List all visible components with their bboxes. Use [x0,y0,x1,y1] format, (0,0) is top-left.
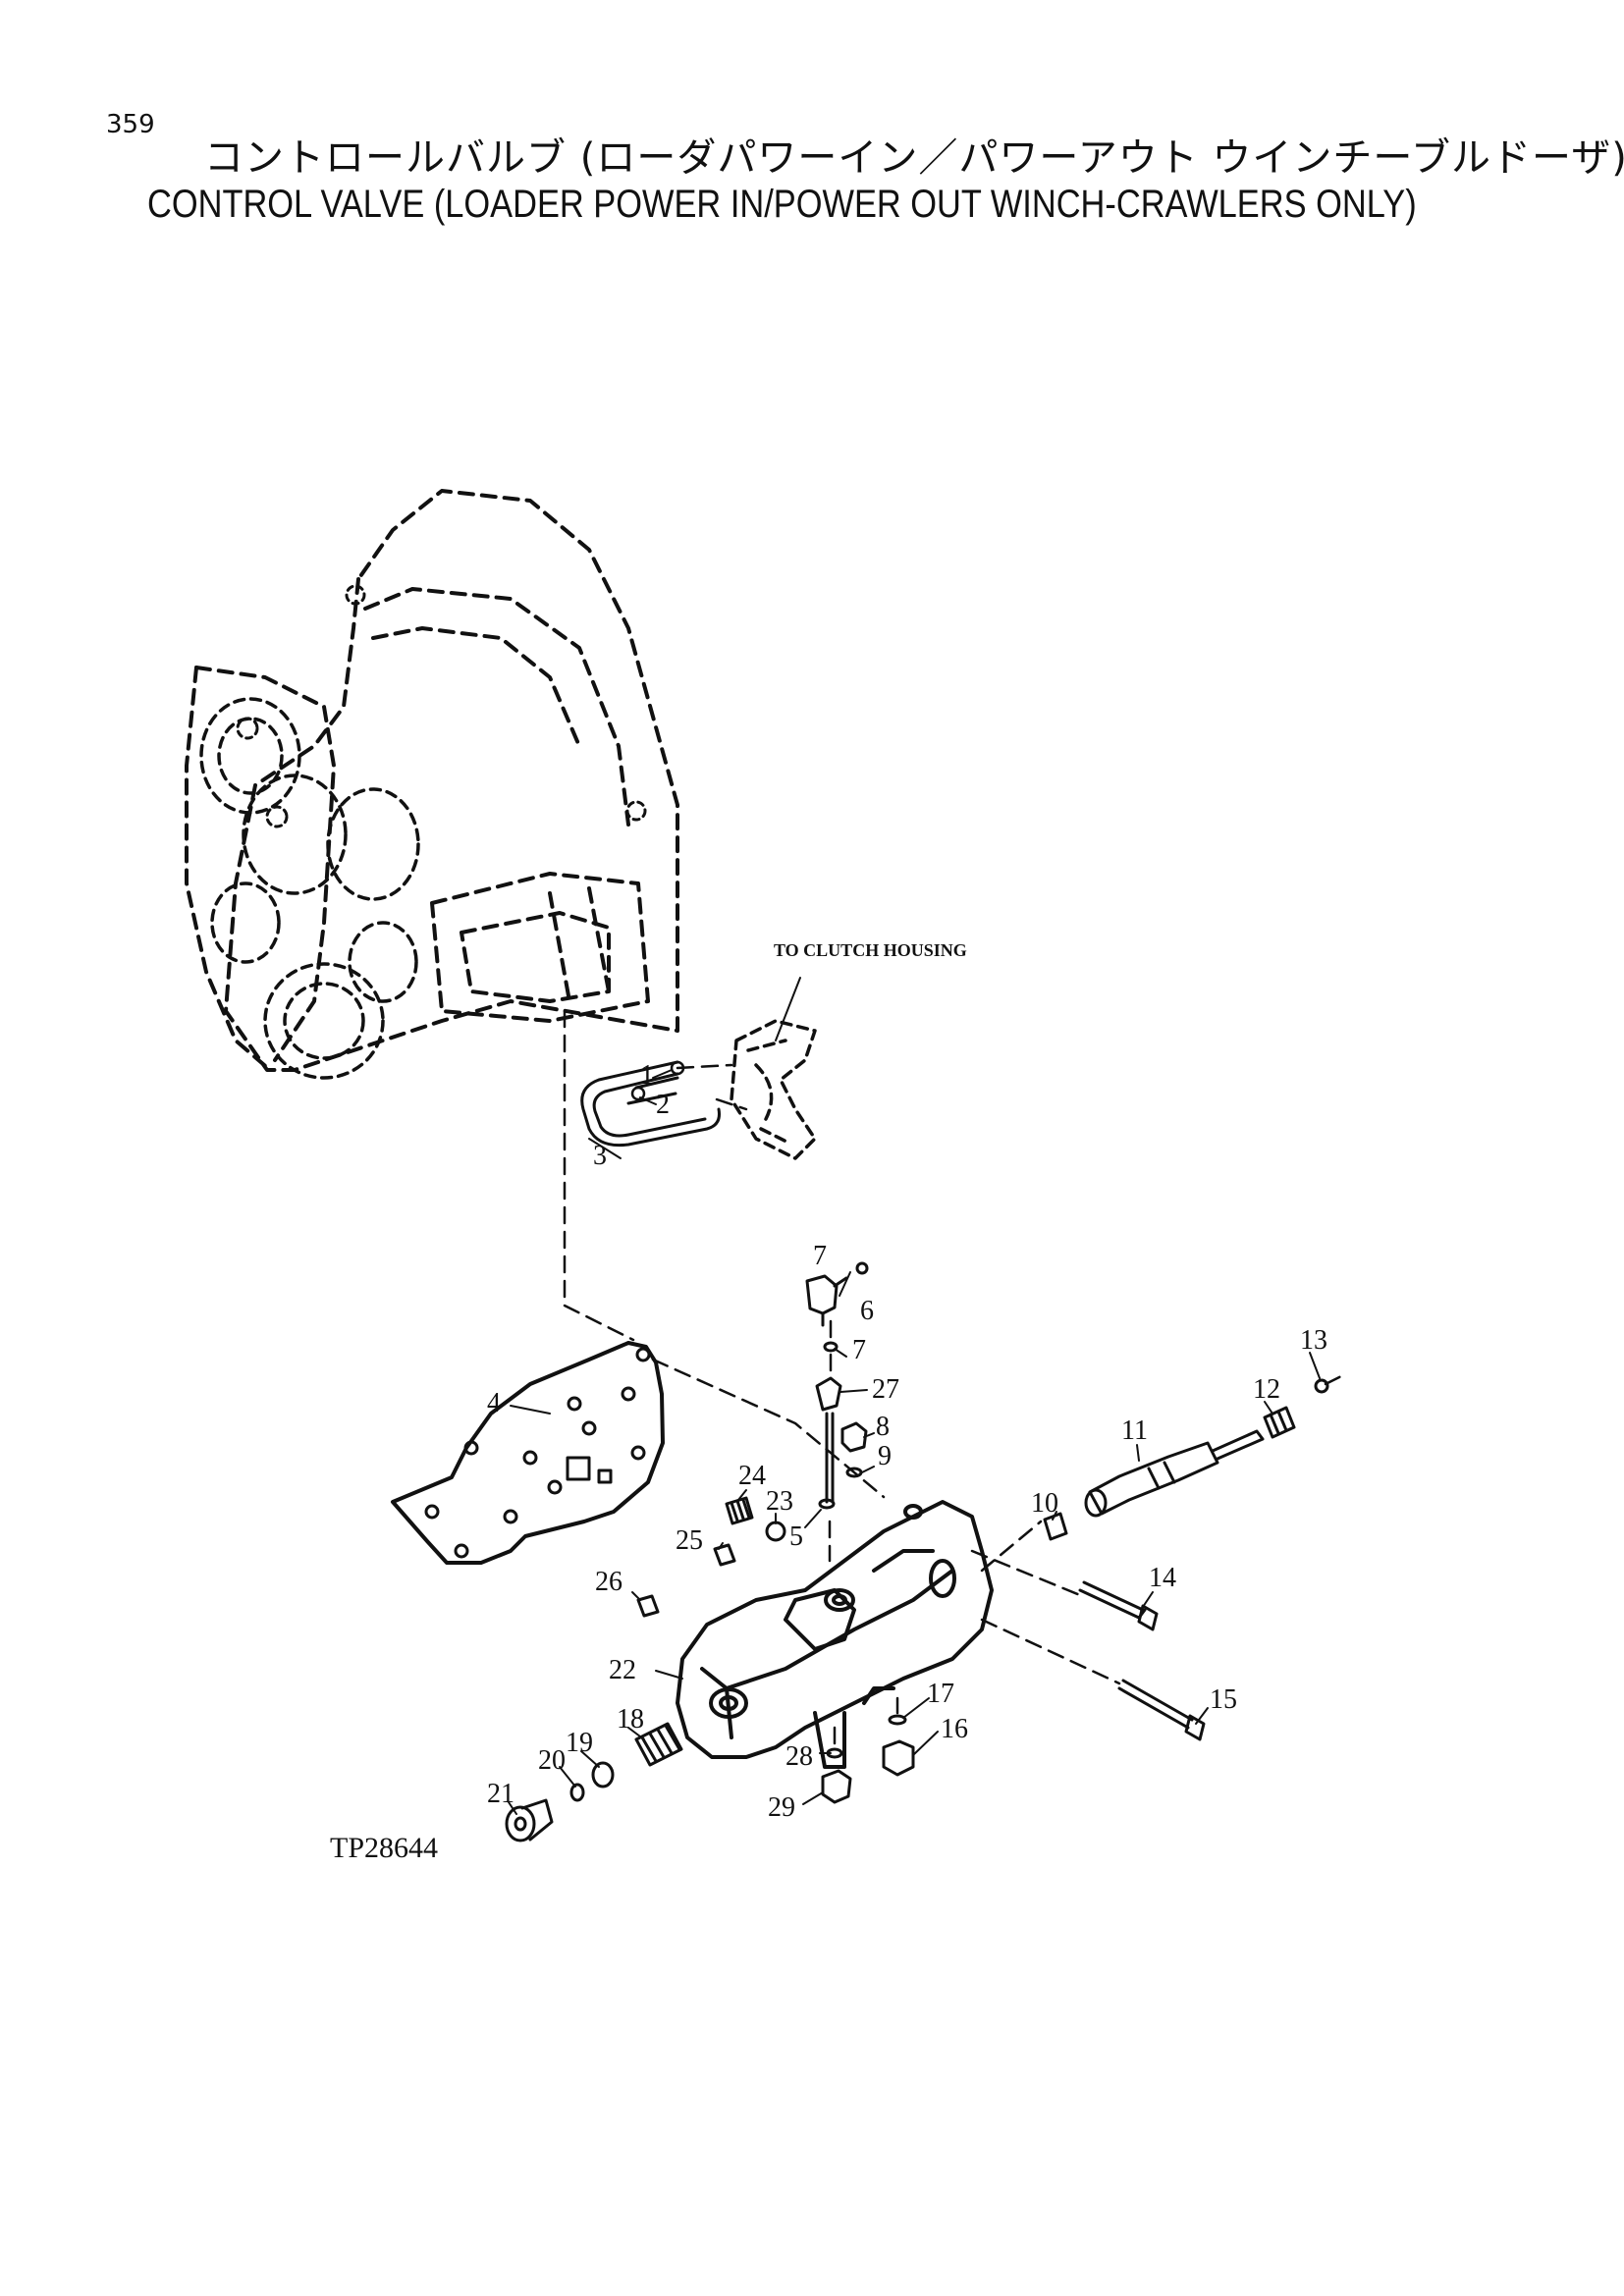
valve-components [505,1261,1329,1842]
callout-24: 24 [738,1461,766,1491]
callout-1: 1 [640,1060,654,1091]
housing-bores [199,697,420,1080]
callout-23: 23 [766,1486,793,1517]
callout-leaders [508,977,1321,1815]
callout-3: 3 [593,1141,607,1171]
callout-2: 2 [656,1090,670,1120]
callout-17: 17 [927,1679,954,1709]
callout-13: 13 [1300,1325,1327,1356]
callout-16: 16 [941,1714,968,1744]
callout-5: 5 [789,1522,803,1552]
callout-14: 14 [1149,1563,1176,1593]
gasket-plate-part-4 [391,1341,665,1565]
callout-19: 19 [566,1728,593,1758]
callout-11: 11 [1121,1415,1148,1446]
callout-20: 20 [538,1745,566,1776]
annotation-to-clutch-housing: TO CLUTCH HOUSING [774,940,967,960]
housing-bolt-holes [236,584,647,828]
title-japanese: コントロールバルブ (ローダパワーイン／パワーアウト ウインチーブルドーザ) [204,135,1624,181]
valve-body-part-22 [676,1500,994,1769]
callout-26: 26 [595,1567,623,1597]
assembly-alignment-lines [563,1009,1347,1749]
callout-4: 4 [487,1388,501,1418]
title-english: CONTROL VALVE (LOADER POWER IN/POWER OUT… [147,183,1417,226]
callout-7a: 7 [813,1241,827,1271]
callout-10: 10 [1031,1488,1058,1519]
callout-21: 21 [487,1779,514,1809]
callout-12: 12 [1253,1374,1280,1405]
callout-15: 15 [1210,1684,1237,1715]
figure-reference-code: TP28644 [330,1832,439,1864]
callout-9: 9 [878,1441,892,1471]
hydraulic-tube-part-3 [580,1060,721,1148]
fitting-part-2 [630,1086,646,1101]
callout-25: 25 [676,1525,703,1556]
callout-29: 29 [768,1792,795,1823]
transmission-housing-phantom [185,489,679,1072]
callout-8: 8 [876,1412,890,1442]
clutch-housing-fragment [730,1019,817,1160]
callout-6: 6 [860,1296,874,1326]
callout-22: 22 [609,1655,636,1685]
callout-28: 28 [785,1741,813,1772]
callout-27: 27 [872,1374,899,1405]
callout-18: 18 [617,1704,644,1735]
page-number: 359 [106,110,155,139]
callout-7b: 7 [852,1335,866,1365]
